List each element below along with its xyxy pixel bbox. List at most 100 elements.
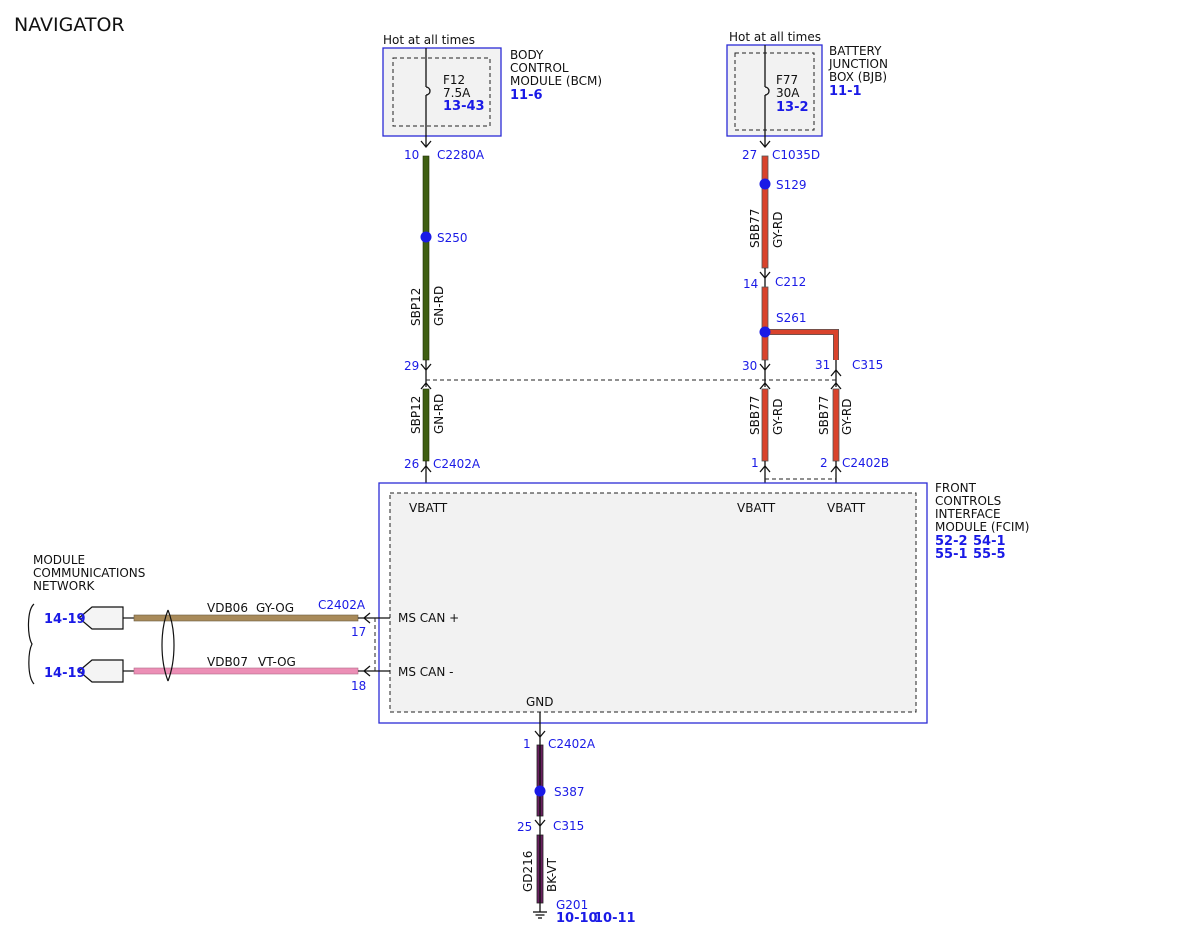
left-color-lower: GN-RD bbox=[432, 394, 446, 434]
connector-c2402a-gnd-arrow bbox=[534, 730, 546, 739]
left-circuit-lower: SBP12 bbox=[409, 396, 423, 434]
splice-s129 bbox=[759, 178, 771, 190]
bjb-inner-dashed bbox=[734, 52, 815, 131]
fcim-ms-can-minus: MS CAN - bbox=[398, 665, 454, 679]
bcm-fuse-ref: 13-43 bbox=[443, 99, 485, 114]
pin-17-arrow bbox=[362, 612, 371, 624]
connector-c1035d-label: C1035D bbox=[772, 148, 820, 162]
bcm-inner-dashed bbox=[392, 57, 491, 127]
bcm-fuse-label: F12 bbox=[443, 73, 465, 87]
ground-circuit: 1 C2402A S387 25 C315 GD216 BK-VT G201 1… bbox=[517, 712, 636, 926]
wire-vdb06 bbox=[133, 614, 359, 622]
left-pin-top: 10 bbox=[404, 148, 419, 162]
fcim-vbatt-3: VBATT bbox=[827, 501, 866, 515]
network-label-line1: MODULE bbox=[33, 553, 85, 567]
right-pin-c212: 14 bbox=[743, 277, 758, 291]
connector-c2280a-label: C2280A bbox=[437, 148, 485, 162]
wire-vdb06-circuit: VDB06 bbox=[207, 601, 248, 615]
bjb-hot-label: Hot at all times bbox=[729, 30, 821, 44]
bjb-name-line2: JUNCTION bbox=[828, 57, 888, 71]
page-title: NAVIGATOR bbox=[14, 14, 125, 36]
network-brace bbox=[27, 603, 35, 685]
splice-s261 bbox=[759, 326, 771, 338]
bjb-fuse-ref: 13-2 bbox=[776, 100, 809, 115]
connector-c2402a-top-label: C2402A bbox=[433, 457, 481, 471]
right-color-upper: GY-RD bbox=[771, 211, 785, 248]
connector-c2280a-arrow bbox=[420, 140, 432, 149]
bjb-name-line1: BATTERY bbox=[829, 44, 882, 58]
bjb-ref: 11-1 bbox=[829, 84, 862, 99]
right-pin-mid-b: 31 bbox=[815, 358, 830, 372]
left-pin-bottom: 26 bbox=[404, 457, 419, 471]
bcm-outline bbox=[382, 47, 502, 137]
wire-vdb06-pin: 17 bbox=[351, 625, 366, 639]
fcim-vbatt-2: VBATT bbox=[737, 501, 776, 515]
ground-pin-top: 1 bbox=[523, 737, 531, 751]
right-circuit-lower-b: SBB77 bbox=[817, 396, 831, 435]
fcim-name-line1: FRONT bbox=[935, 481, 977, 495]
left-color-upper: GN-RD bbox=[432, 286, 446, 326]
wire-sbp12-lower bbox=[422, 388, 430, 462]
connector-c212-label: C212 bbox=[775, 275, 806, 289]
right-feed-circuit: 27 C1035D S129 SBB77 GY-RD 14 C212 S261 … bbox=[742, 140, 889, 492]
network-ref-bottom: 14-19 bbox=[44, 666, 86, 681]
right-pin-mid-a: 30 bbox=[742, 359, 757, 373]
network-circuit: MODULE COMMUNICATIONS NETWORK 14-19 14-1… bbox=[27, 553, 390, 693]
bjb-outline bbox=[726, 44, 823, 137]
left-circuit-upper: SBP12 bbox=[409, 288, 423, 326]
wire-sbp12-upper bbox=[422, 155, 430, 361]
fcim-ref-1: 52-2 bbox=[935, 534, 968, 549]
bcm-name-line3: MODULE (BCM) bbox=[510, 74, 602, 88]
network-connector-label: C2402A bbox=[318, 598, 366, 612]
fcim-ref-4: 55-5 bbox=[973, 547, 1006, 562]
wire-sbb77-branch bbox=[765, 329, 839, 360]
bjb-fuse-symbol bbox=[764, 86, 770, 96]
wire-vdb07-circuit: VDB07 bbox=[207, 655, 248, 669]
left-feed-circuit: 10 C2280A S250 SBP12 GN-RD 29 SBP12 GN-R… bbox=[404, 140, 485, 492]
bcm-hot-label: Hot at all times bbox=[383, 33, 475, 47]
bcm-module: Hot at all times F12 7.5A 13-43 BODY CON… bbox=[382, 33, 602, 146]
wire-sbb77-mid bbox=[761, 286, 769, 361]
bcm-fuse-rating: 7.5A bbox=[443, 86, 471, 100]
splice-s387 bbox=[534, 785, 546, 797]
bcm-fuse-symbol bbox=[425, 86, 431, 96]
bjb-module: Hot at all times F77 30A 13-2 BATTERY JU… bbox=[726, 30, 888, 146]
fcim-name-line2: CONTROLS bbox=[935, 494, 1001, 508]
ground-symbol bbox=[533, 911, 547, 919]
right-pin-bottom-b: 2 bbox=[820, 456, 828, 470]
right-circuit-upper: SBB77 bbox=[748, 209, 762, 248]
splice-s129-label: S129 bbox=[776, 178, 807, 192]
wire-sbb77-upper bbox=[761, 155, 769, 269]
right-pin-bottom-a: 1 bbox=[751, 456, 759, 470]
connector-c315-mid-label: C315 bbox=[852, 358, 883, 372]
bjb-fuse-label: F77 bbox=[776, 73, 798, 87]
network-connector-bottom bbox=[78, 659, 124, 683]
splice-s250-label: S250 bbox=[437, 231, 468, 245]
right-pin-top: 27 bbox=[742, 148, 757, 162]
bcm-name-line2: CONTROL bbox=[510, 61, 569, 75]
network-label-line3: NETWORK bbox=[33, 579, 96, 593]
left-pin-mid: 29 bbox=[404, 359, 419, 373]
ground-circuit-label: GD216 bbox=[521, 851, 535, 892]
wire-vdb07-color: VT-OG bbox=[258, 655, 296, 669]
right-circuit-lower-a: SBB77 bbox=[748, 396, 762, 435]
fcim-name-line3: INTERFACE bbox=[935, 507, 1001, 521]
bjb-name-line3: BOX (BJB) bbox=[829, 70, 887, 84]
network-ref-top: 14-19 bbox=[44, 612, 86, 627]
connector-c315-gnd-label: C315 bbox=[553, 819, 584, 833]
connector-c2402b-label: C2402B bbox=[842, 456, 889, 470]
fcim-name-line4: MODULE (FCIM) bbox=[935, 520, 1029, 534]
bcm-name-line1: BODY bbox=[510, 48, 544, 62]
ground-ref-2: 10-11 bbox=[594, 911, 636, 926]
fcim-ms-can-plus: MS CAN + bbox=[398, 611, 459, 625]
ground-id: G201 bbox=[556, 898, 588, 912]
ground-color-label: BK-VT bbox=[545, 857, 559, 892]
connector-c1035d-arrow bbox=[759, 140, 771, 149]
fcim-module: VBATT VBATT VBATT MS CAN + MS CAN - GND … bbox=[378, 481, 1029, 724]
wire-vdb07-pin: 18 bbox=[351, 679, 366, 693]
connector-c2402a-gnd-label: C2402A bbox=[548, 737, 596, 751]
wire-vdb06-color: GY-OG bbox=[256, 601, 294, 615]
splice-s250 bbox=[420, 231, 432, 243]
splice-s261-label: S261 bbox=[776, 311, 807, 325]
